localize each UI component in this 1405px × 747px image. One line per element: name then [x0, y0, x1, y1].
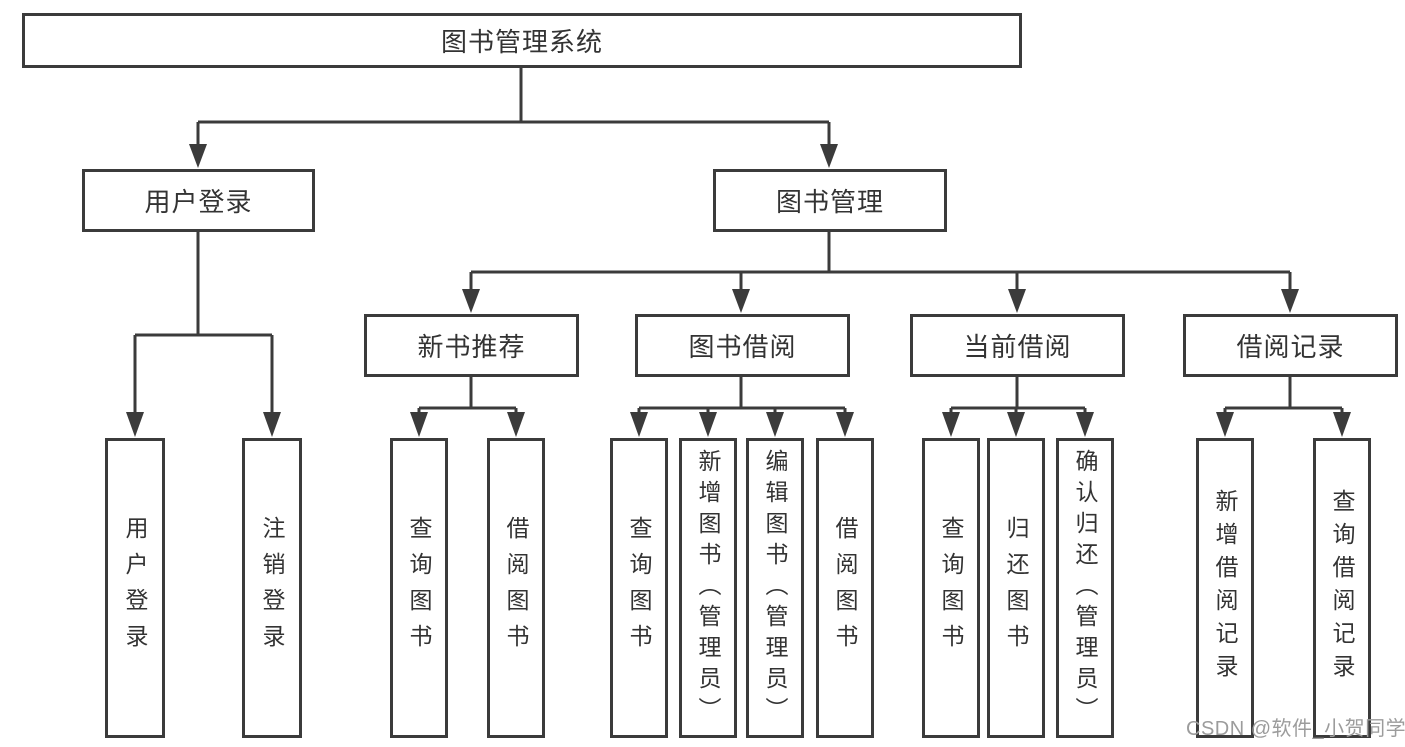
node-leaf-query-borrow-record: 查询借阅记录	[1313, 438, 1371, 738]
node-new-book-recommend: 新书推荐	[364, 314, 579, 377]
edge-new-book-recommend-to-leaves	[410, 377, 525, 437]
node-book-borrowing: 图书借阅	[635, 314, 850, 377]
node-leaf-return-books: 归还图书	[987, 438, 1045, 738]
node-leaf-add-borrow-record: 新增借阅记录	[1196, 438, 1254, 738]
node-leaf-user-login: 用户登录	[105, 438, 165, 738]
edge-borrow-records-to-leaves	[1216, 377, 1351, 437]
node-leaf-query-books-borrowing: 查询图书	[610, 438, 668, 738]
edge-current-borrowing-to-leaves	[942, 377, 1094, 437]
node-leaf-borrow-books-borrowing: 借阅图书	[816, 438, 874, 738]
edge-book-borrowing-to-leaves	[630, 377, 854, 437]
node-leaf-logout: 注销登录	[242, 438, 302, 738]
node-leaf-confirm-return-admin: 确认归还（管理员）	[1056, 438, 1114, 738]
node-leaf-query-books-recommend: 查询图书	[390, 438, 448, 738]
edge-root-to-level2	[189, 68, 838, 168]
edge-user-login-to-leaves	[126, 232, 281, 437]
node-library-system-root: 图书管理系统	[22, 13, 1022, 68]
edge-book-management-to-level3	[462, 232, 1299, 313]
node-leaf-edit-books-admin: 编辑图书（管理员）	[746, 438, 804, 738]
csdn-watermark: CSDN @软件_小贺同学	[1186, 718, 1405, 740]
node-current-borrowing: 当前借阅	[910, 314, 1125, 377]
node-book-management: 图书管理	[713, 169, 947, 232]
node-leaf-borrow-books-recommend: 借阅图书	[487, 438, 545, 738]
node-user-login: 用户登录	[82, 169, 315, 232]
node-leaf-query-books-current: 查询图书	[922, 438, 980, 738]
node-borrow-records: 借阅记录	[1183, 314, 1398, 377]
node-leaf-add-books-admin: 新增图书（管理员）	[679, 438, 737, 738]
